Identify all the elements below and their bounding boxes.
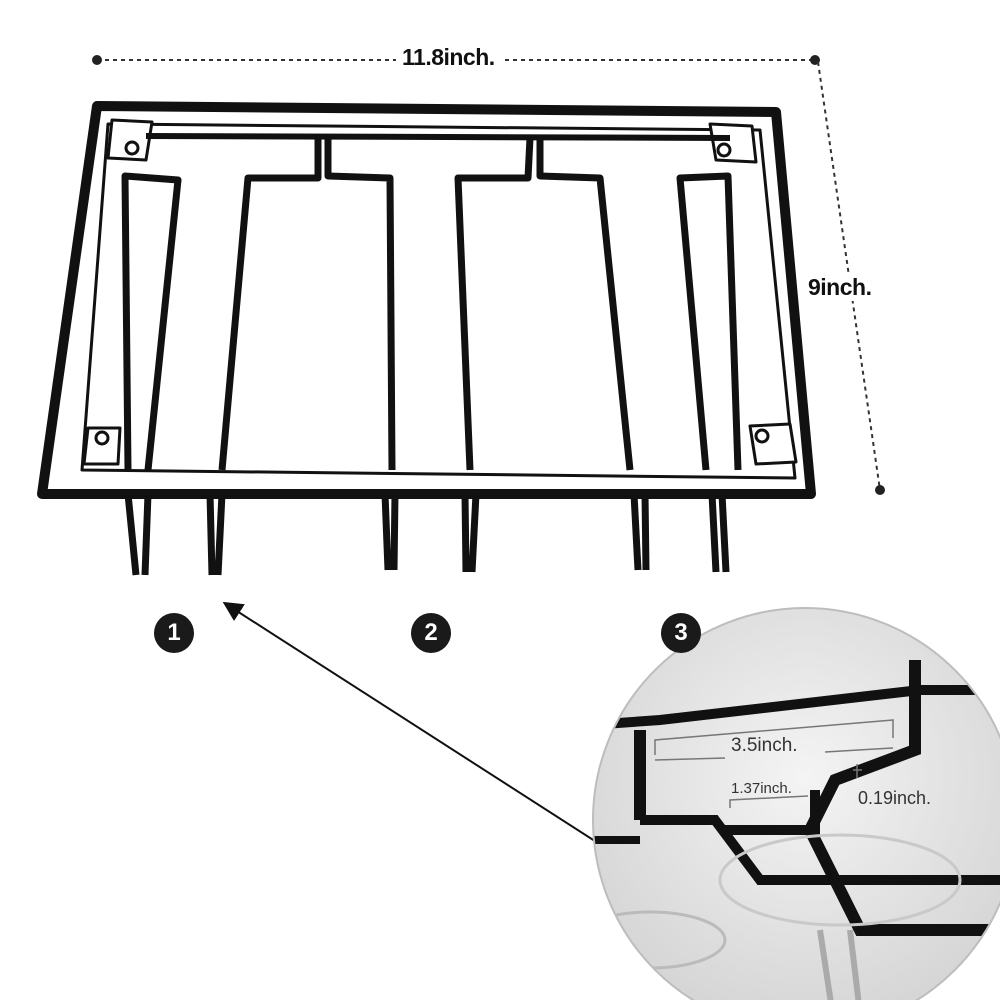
step-badge-1: 1	[154, 613, 194, 653]
zoom-detail-border	[592, 607, 1000, 1000]
step-badge-3: 3	[661, 613, 701, 653]
width-label: 11.8inch.	[396, 44, 501, 71]
wire-thickness-label: 0.19inch.	[858, 788, 932, 808]
slot-width-label: 3.5inch.	[731, 735, 798, 756]
mounting-hole-icons	[82, 118, 798, 466]
height-label: 9inch.	[808, 274, 872, 301]
step-badge-2: 2	[411, 613, 451, 653]
wine-glass-rack	[37, 101, 816, 576]
pointer-arrow	[222, 601, 641, 871]
neck-width-label: 1.37inch.	[731, 780, 792, 797]
zoom-detail-view	[593, 608, 1000, 1000]
